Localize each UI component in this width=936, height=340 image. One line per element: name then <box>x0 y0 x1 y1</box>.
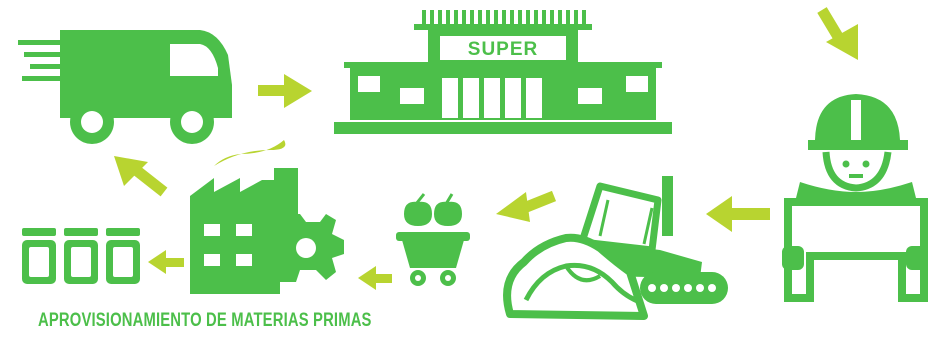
flow-arrow-icon <box>358 266 392 290</box>
construction-worker-icon <box>782 94 928 302</box>
diagram-caption: APROVISIONAMIENTO DE MATERIAS PRIMAS <box>38 310 372 331</box>
flow-arrow-icon <box>706 196 770 232</box>
store-sign: SUPER <box>468 39 538 60</box>
jars-icon <box>22 228 140 284</box>
factory-icon <box>190 140 344 294</box>
fruit-cart-icon <box>396 193 470 286</box>
flow-arrow-icon <box>148 250 184 274</box>
delivery-van-icon <box>18 30 232 144</box>
supermarket-icon: SUPER <box>334 10 672 134</box>
flow-arrow-icon <box>496 190 557 222</box>
flow-arrow-icon <box>258 74 312 108</box>
bulldozer-icon <box>503 176 728 320</box>
flow-arrow-icon <box>817 7 858 60</box>
flow-arrow-icon <box>114 156 168 197</box>
